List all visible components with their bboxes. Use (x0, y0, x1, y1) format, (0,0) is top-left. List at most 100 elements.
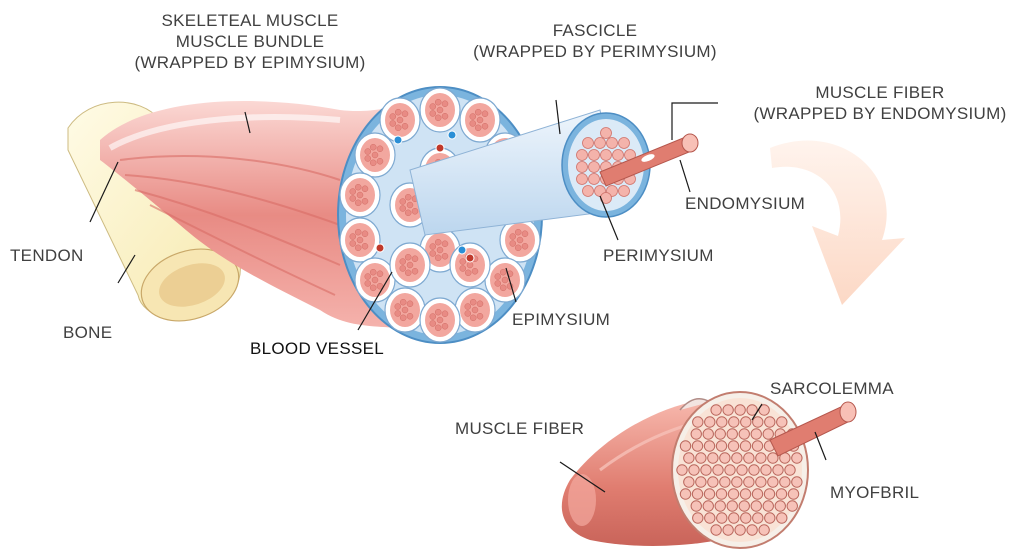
label-bone: BONE (63, 322, 112, 343)
fascicle-fiber (589, 150, 600, 161)
curved-arrow-icon (770, 141, 905, 305)
myofibril (780, 477, 790, 487)
myofibril (785, 465, 795, 475)
myofibril (759, 525, 769, 535)
myofibril (689, 465, 699, 475)
fascicle-fiber (577, 174, 588, 185)
myofibril (773, 465, 783, 475)
leader-myofbril (815, 432, 826, 460)
myofibril (692, 441, 702, 451)
label-skeletal-muscle-line2: MUSCLE BUNDLE (130, 31, 370, 52)
muscle-fiber-detail (562, 392, 856, 548)
blood-vessel-dot (394, 136, 402, 144)
myofibril (715, 501, 725, 511)
myofibril (711, 525, 721, 535)
fascicle-fiber (607, 138, 618, 149)
fascicle-fiber (619, 186, 630, 197)
myofibril (775, 501, 785, 511)
myofibril (727, 429, 737, 439)
myofibril (749, 465, 759, 475)
fascicle-bundle (355, 133, 395, 177)
myofibril (777, 417, 787, 427)
myofibril (735, 405, 745, 415)
myofibril (763, 429, 773, 439)
fascicle-fiber (577, 150, 588, 161)
fascicle-bundle (460, 98, 500, 142)
myofibril (739, 501, 749, 511)
leader-muscle-fiber (672, 103, 718, 140)
myofibril (751, 429, 761, 439)
myofibril (691, 501, 701, 511)
label-muscle-fiber-top-line1: MUSCLE FIBER (735, 82, 1025, 103)
myofibril (768, 453, 778, 463)
myofibril (692, 489, 702, 499)
label-myofbril: MYOFBRIL (830, 482, 919, 503)
label-tendon: TENDON (10, 245, 84, 266)
label-muscle-fiber-bottom: MUSCLE FIBER (455, 418, 584, 439)
label-muscle-fiber-top: MUSCLE FIBER (WRAPPED BY ENDOMYSIUM) (735, 82, 1025, 124)
fascicle-bundle (485, 258, 525, 302)
myofibril (744, 477, 754, 487)
myofibril (696, 453, 706, 463)
myofibril (703, 501, 713, 511)
fascicle-bundle (390, 243, 430, 287)
myofibril (705, 513, 715, 523)
myofibril (761, 465, 771, 475)
fascicle-fiber (601, 150, 612, 161)
myofibril (716, 441, 726, 451)
fascicle-bundle (420, 298, 460, 342)
label-fascicle-line1: FASCICLE (455, 20, 735, 41)
myofibril (693, 417, 703, 427)
myofibril (763, 501, 773, 511)
myofibril (715, 429, 725, 439)
fascicle-bundle (420, 88, 460, 132)
myofibril (741, 513, 751, 523)
myofibril (708, 453, 718, 463)
myofibril (725, 465, 735, 475)
fascicle-fiber (589, 162, 600, 173)
myofibril (777, 513, 787, 523)
myofibril (752, 489, 762, 499)
myofibril (792, 453, 802, 463)
myofibril (728, 489, 738, 499)
myofibril (735, 525, 745, 535)
label-fascicle: FASCICLE (WRAPPED BY PERIMYSIUM) (455, 20, 735, 62)
myofibril (693, 513, 703, 523)
myofibril (680, 489, 690, 499)
fascicle-bundle (355, 258, 395, 302)
myofibril (756, 477, 766, 487)
myofibril (741, 417, 751, 427)
myofibril (720, 453, 730, 463)
myofibril (747, 525, 757, 535)
myofibril (684, 453, 694, 463)
myofibril (723, 525, 733, 535)
myofibril (691, 429, 701, 439)
myofibril (756, 453, 766, 463)
fascicle-bundle (455, 288, 495, 332)
fascicle-fiber (577, 162, 588, 173)
myofibril (787, 501, 797, 511)
myofibril (764, 489, 774, 499)
myofibril (788, 489, 798, 499)
fascicle-bundle (340, 173, 380, 217)
label-endomysium: ENDOMYSIUM (685, 193, 805, 214)
fascicle-bundle (340, 218, 380, 262)
fascicle-bundle (450, 243, 490, 287)
myofibril (704, 489, 714, 499)
myofibril (728, 441, 738, 451)
fascicle-bundle (385, 288, 425, 332)
label-blood-vessel: BLOOD VESSEL (250, 338, 384, 359)
myofibril (768, 477, 778, 487)
blood-vessel-dot (448, 131, 456, 139)
blood-vessel-dot (436, 144, 444, 152)
myofibril (723, 405, 733, 415)
fascicle-fiber (595, 138, 606, 149)
label-perimysium: PERIMYSIUM (603, 245, 714, 266)
fascicle-fiber (589, 174, 600, 185)
myofibril (729, 417, 739, 427)
label-skeletal-muscle-line3: (WRAPPED BY EPIMYSIUM) (130, 52, 370, 73)
myofibril (737, 465, 747, 475)
myofibril (776, 489, 786, 499)
myofibril (711, 405, 721, 415)
